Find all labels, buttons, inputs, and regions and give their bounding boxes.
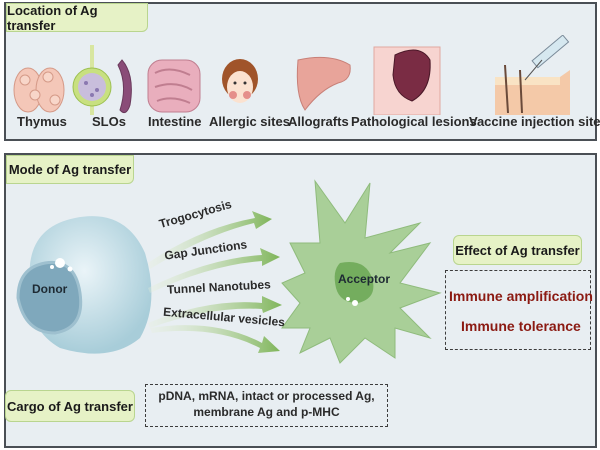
liver-icon bbox=[296, 56, 351, 111]
arrow-extracellular-vesicles bbox=[150, 325, 280, 353]
allergic-face-icon bbox=[222, 59, 258, 103]
tumor-lesion-icon bbox=[373, 46, 441, 115]
mode-diagram bbox=[16, 179, 442, 364]
site-label-slos: SLOs bbox=[92, 114, 126, 129]
lymph-node-spleen-icon bbox=[72, 45, 132, 115]
effect-title: Effect of Ag transfer bbox=[453, 235, 582, 265]
location-icons bbox=[13, 35, 570, 115]
acceptor-cell bbox=[281, 179, 442, 364]
site-label-allergic-sites: Allergic sites bbox=[209, 114, 290, 129]
cargo-box bbox=[145, 384, 388, 427]
site-label-intestine: Intestine bbox=[148, 114, 202, 129]
acceptor-label: Acceptor bbox=[338, 272, 391, 286]
arrow-trogocytosis bbox=[148, 211, 272, 269]
effect-immune-tolerance: Immune tolerance bbox=[461, 318, 581, 334]
donor-cell bbox=[16, 216, 152, 354]
effect-immune-amplification: Immune amplification bbox=[449, 288, 593, 304]
site-label-allografts: Allografts bbox=[288, 114, 349, 129]
arrow-tunnel-nanotubes bbox=[148, 296, 282, 328]
site-label-thymus: Thymus bbox=[17, 114, 67, 129]
mode-title: Mode of Ag transfer bbox=[6, 155, 134, 184]
location-title: Location of Ag transfer bbox=[6, 3, 148, 33]
site-label-pathological-lesions: Pathological lesions bbox=[351, 114, 477, 129]
donor-label: Donor bbox=[32, 282, 68, 296]
cargo-title: Cargo of Ag transfer bbox=[5, 390, 135, 422]
effect-box bbox=[445, 270, 591, 350]
site-label-vaccine-injection-sites: Vaccine injection sites bbox=[469, 114, 600, 129]
thymus-icon bbox=[13, 67, 65, 113]
skin-syringe-icon bbox=[495, 35, 570, 115]
cargo-line-2: membrane Ag and p-MHC bbox=[193, 405, 340, 419]
cargo-line-1: pDNA, mRNA, intact or processed Ag, bbox=[158, 389, 375, 403]
arrow-gap-junctions bbox=[148, 248, 280, 293]
transfer-arrows bbox=[148, 211, 282, 353]
intestine-icon bbox=[147, 59, 201, 113]
